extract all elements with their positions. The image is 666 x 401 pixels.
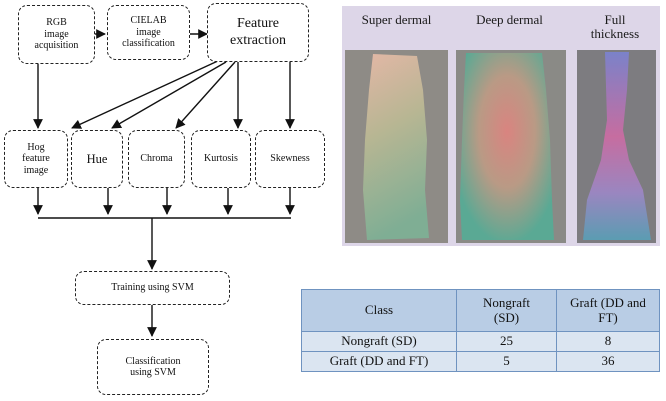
node-feature-extraction: Feature extraction [207, 3, 309, 62]
arrow-feature-to-hog [71, 59, 221, 129]
table-cell-row-label: Nongraft (SD) [301, 331, 457, 352]
table-cell-value: 25 [456, 331, 557, 352]
confusion-matrix-table: Class Nongraft (SD) Graft (DD and FT) No… [301, 289, 660, 372]
node-chroma: Chroma [128, 130, 185, 188]
column-header-class: Class [301, 289, 457, 332]
full-thickness-tissue-sample [583, 52, 651, 240]
column-header-nongraft: Nongraft (SD) [456, 289, 557, 332]
node-classification-svm: Classification using SVM [97, 339, 209, 395]
panel-title-super-dermal: Super dermal [361, 12, 432, 27]
table-cell-value: 5 [456, 351, 557, 372]
table-cell-row-label: Graft (DD and FT) [301, 351, 457, 372]
panel-title-full-thickness: Full thickness [590, 12, 640, 41]
table-cell-value: 8 [556, 331, 660, 352]
node-rgb-acquisition: RGB image acquisition [18, 5, 95, 64]
arrow-feature-to-hue [111, 61, 227, 129]
tissue-image-full-thickness [577, 50, 656, 243]
deep-dermal-tissue-sample [460, 53, 554, 240]
node-kurtosis: Kurtosis [191, 130, 251, 188]
table-header-row: Class Nongraft (SD) Graft (DD and FT) [301, 289, 660, 332]
tissue-image-super-dermal [345, 50, 448, 243]
flow-connectors [33, 29, 295, 337]
panel-title-deep-dermal: Deep dermal [476, 12, 543, 27]
node-training-svm: Training using SVM [75, 271, 230, 305]
super-dermal-tissue-sample [363, 54, 429, 240]
table-row: Nongraft (SD) 25 8 [301, 331, 660, 352]
node-skewness: Skewness [255, 130, 325, 188]
tissue-image-deep-dermal [456, 50, 566, 243]
arrow-feature-to-chroma [175, 61, 236, 129]
node-cielab-classification: CIELAB image classification [107, 5, 190, 60]
column-header-graft: Graft (DD and FT) [556, 289, 660, 332]
node-hue: Hue [71, 130, 123, 188]
table-cell-value: 36 [556, 351, 660, 372]
node-hog-feature-image: Hog feature image [4, 130, 68, 188]
table-row: Graft (DD and FT) 5 36 [301, 351, 660, 372]
